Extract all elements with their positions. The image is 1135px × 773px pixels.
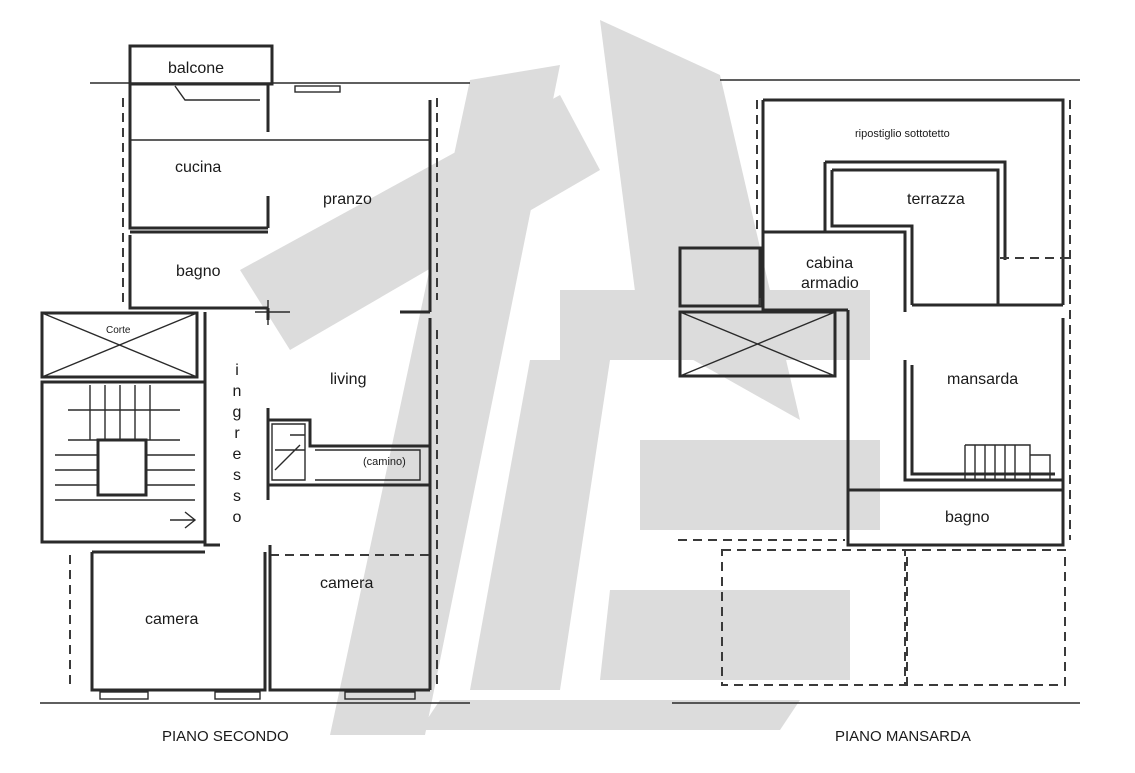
floor-title-piano-mansarda: PIANO MANSARDA: [835, 728, 971, 745]
piano-secondo-plan: [40, 44, 470, 704]
ingresso-letter: s: [233, 488, 241, 505]
room-label-camera-left: camera: [145, 611, 198, 628]
room-label-camera-right: camera: [320, 575, 373, 592]
room-label-cabina: cabina: [806, 255, 853, 272]
floor-title-piano-secondo: PIANO SECONDO: [162, 728, 289, 745]
ingresso-letter: e: [233, 446, 242, 463]
room-label-ripostiglio: ripostiglio sottotetto: [855, 128, 950, 140]
room-label-bagno-right: bagno: [945, 509, 990, 526]
ingresso-letter: g: [233, 404, 242, 421]
room-label-mansarda: mansarda: [947, 371, 1018, 388]
piano-mansarda-plan: [672, 79, 1080, 704]
ingresso-letter: n: [233, 383, 242, 400]
ingresso-letter: o: [233, 509, 242, 526]
room-label-bagno-left: bagno: [176, 263, 221, 280]
ingresso-letter: s: [233, 467, 241, 484]
room-label-cucina: cucina: [175, 159, 221, 176]
room-label-camino: (camino): [363, 456, 406, 468]
room-label-living: living: [330, 371, 366, 388]
room-label-pranzo: pranzo: [323, 191, 372, 208]
watermark-logo: [240, 20, 880, 735]
ingresso-letter: i: [235, 362, 239, 379]
room-label-terrazza: terrazza: [907, 191, 965, 208]
ingresso-letter: r: [234, 425, 240, 442]
room-label-ingresso: i n g r e s s o: [233, 362, 242, 526]
room-label-armadio: armadio: [801, 275, 859, 292]
room-label-corte: Corte: [106, 325, 131, 336]
room-label-balcone: balcone: [168, 60, 224, 77]
